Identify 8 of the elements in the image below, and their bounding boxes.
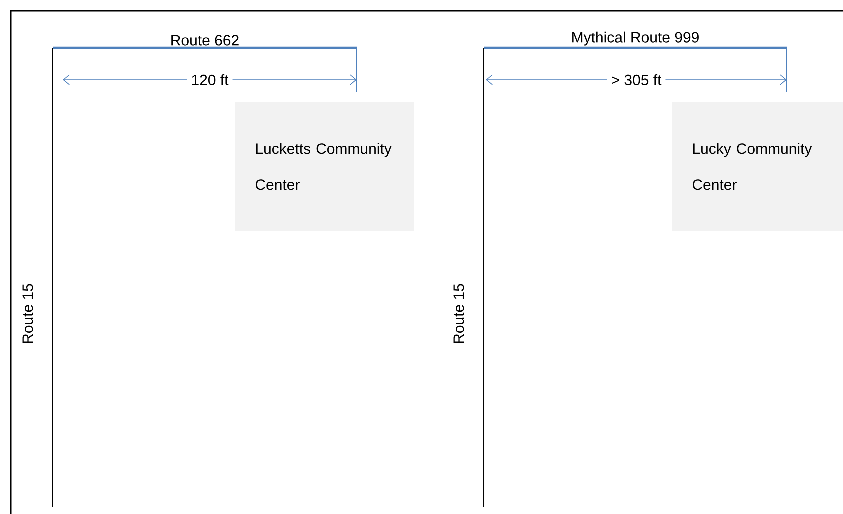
road-label: Route 15: [22, 284, 34, 344]
dimension-label: > 305 ft: [607, 74, 666, 86]
road-label: Route 15: [454, 284, 464, 344]
road-label: Route 662: [172, 35, 239, 46]
building-box: Lucky Community Center: [672, 102, 843, 232]
building-box: Lucketts Community Center: [235, 102, 414, 232]
dimension-label: 120 ft: [187, 74, 233, 86]
road-label: Mythical Route 999: [572, 32, 699, 46]
